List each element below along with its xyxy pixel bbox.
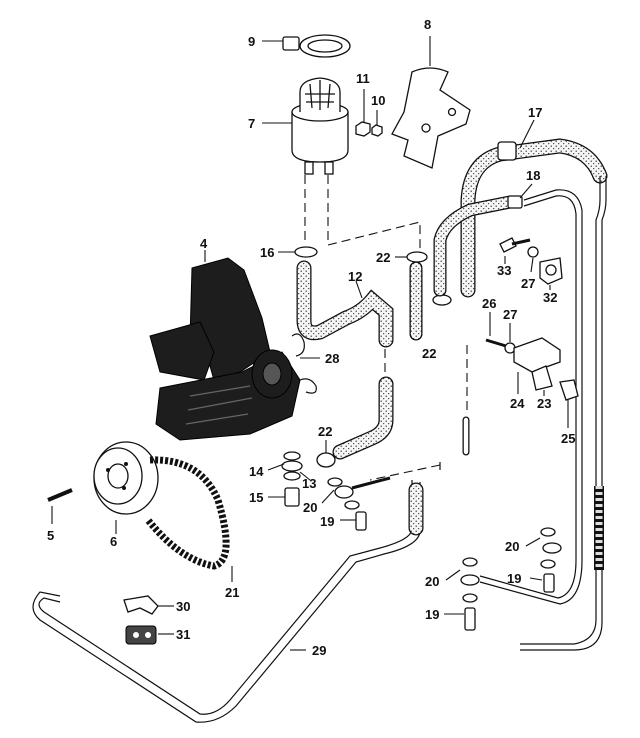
callout-label: 19 xyxy=(507,571,521,586)
callout-label: 24 xyxy=(510,396,525,411)
callout-label: 8 xyxy=(424,17,431,32)
steel-return-line-part xyxy=(479,176,607,651)
drive-belt-part xyxy=(145,456,233,582)
callout-label: 17 xyxy=(528,105,542,120)
callout-label: 22 xyxy=(376,250,390,265)
callout-label: 14 xyxy=(249,464,264,479)
callout-label: 9 xyxy=(248,34,255,49)
callout-label: 19 xyxy=(320,514,334,529)
callout-label: 27 xyxy=(503,307,517,322)
callout-label: 19 xyxy=(425,607,439,622)
callout-label: 18 xyxy=(526,168,540,183)
callout-label: 10 xyxy=(371,93,385,108)
callout-label: 27 xyxy=(521,276,535,291)
callout-label: 6 xyxy=(110,534,117,549)
callout-label: 26 xyxy=(482,296,496,311)
mounting-hardware-part xyxy=(499,237,563,290)
callout-label: 25 xyxy=(561,431,575,446)
callout-label: 12 xyxy=(348,269,362,284)
callout-label: 21 xyxy=(225,585,239,600)
callout-label: 32 xyxy=(543,290,557,305)
callout-label: 15 xyxy=(249,490,263,505)
nut-part xyxy=(355,89,383,137)
callout-label: 5 xyxy=(47,528,54,543)
callout-label: 31 xyxy=(176,627,190,642)
callout-label: 11 xyxy=(356,71,370,86)
callout-label: 20 xyxy=(303,500,317,515)
line-clamp-bracket-part xyxy=(485,312,579,428)
callout-label: 20 xyxy=(505,539,519,554)
callout-label: 16 xyxy=(260,245,274,260)
callout-label: 30 xyxy=(176,599,190,614)
reservoir-bracket-part xyxy=(391,36,471,169)
pulley-part xyxy=(47,441,159,534)
banjo-fitting-left-part xyxy=(267,451,311,507)
retaining-clip-part xyxy=(291,333,320,394)
callout-label: 4 xyxy=(200,236,208,251)
hose-clamp-part xyxy=(262,34,351,58)
callout-label: 7 xyxy=(248,116,255,131)
pump-bracket-part xyxy=(149,250,271,381)
pressure-hose-part xyxy=(433,119,608,298)
banjo-fitting-center-part xyxy=(321,476,391,531)
callout-label: 22 xyxy=(318,424,332,439)
callout-label: 33 xyxy=(497,263,511,278)
callout-label: 29 xyxy=(312,643,326,658)
banjo-fitting-right-part xyxy=(444,527,562,631)
power-steering-pump-part xyxy=(155,349,301,441)
fluid-reservoir-part xyxy=(262,77,349,175)
callout-label: 23 xyxy=(537,396,551,411)
small-hose-clamps xyxy=(278,246,452,468)
callout-label: 28 xyxy=(325,351,339,366)
callout-label: 20 xyxy=(425,574,439,589)
callout-label: 13 xyxy=(302,476,316,491)
steel-feed-line-part xyxy=(32,416,470,723)
line-clip-parts xyxy=(123,595,174,645)
callout-label: 22 xyxy=(422,346,436,361)
suction-hose-part xyxy=(296,260,423,460)
